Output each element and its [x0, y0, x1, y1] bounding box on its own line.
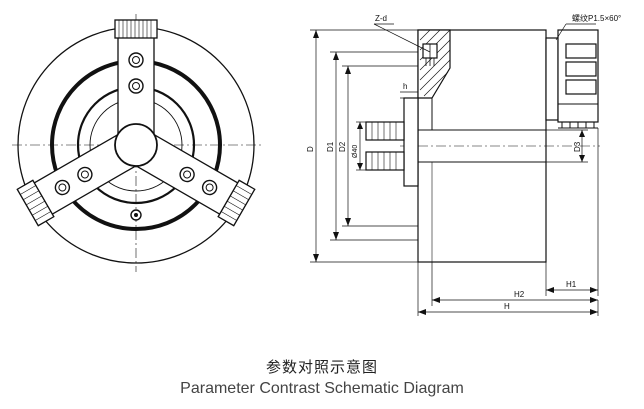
label-D: D [306, 146, 315, 152]
center-bore-circle [114, 123, 158, 167]
label-D2: D2 [338, 141, 347, 152]
label-H2: H2 [514, 290, 525, 299]
chuck-schematic-diagram: Z-d 螺纹P1.5×60° h D D1 D2 Ø40 D3 H1 H2 H [12, 13, 621, 316]
label-z-d: Z-d [375, 14, 387, 23]
jaw-lower-left [16, 134, 137, 227]
label-H1: H1 [566, 280, 577, 289]
label-h: h [403, 82, 407, 91]
fitting-upper [365, 121, 405, 141]
jaw-top [114, 19, 158, 135]
caption-english: Parameter Contrast Schematic Diagram [180, 380, 464, 397]
label-D1: D1 [326, 141, 335, 152]
label-thread: 螺纹P1.5×60° [572, 13, 621, 23]
dimension-lines [310, 23, 599, 316]
label-H: H [504, 302, 510, 311]
label-phi40: Ø40 [352, 145, 359, 158]
right-jaw-assembly [545, 29, 599, 129]
jaw-lower-right [135, 134, 256, 227]
label-D3: D3 [573, 141, 582, 152]
caption-chinese: 参数对照示意图 [265, 358, 378, 376]
side-view [310, 23, 600, 316]
fitting-lower [365, 151, 405, 171]
